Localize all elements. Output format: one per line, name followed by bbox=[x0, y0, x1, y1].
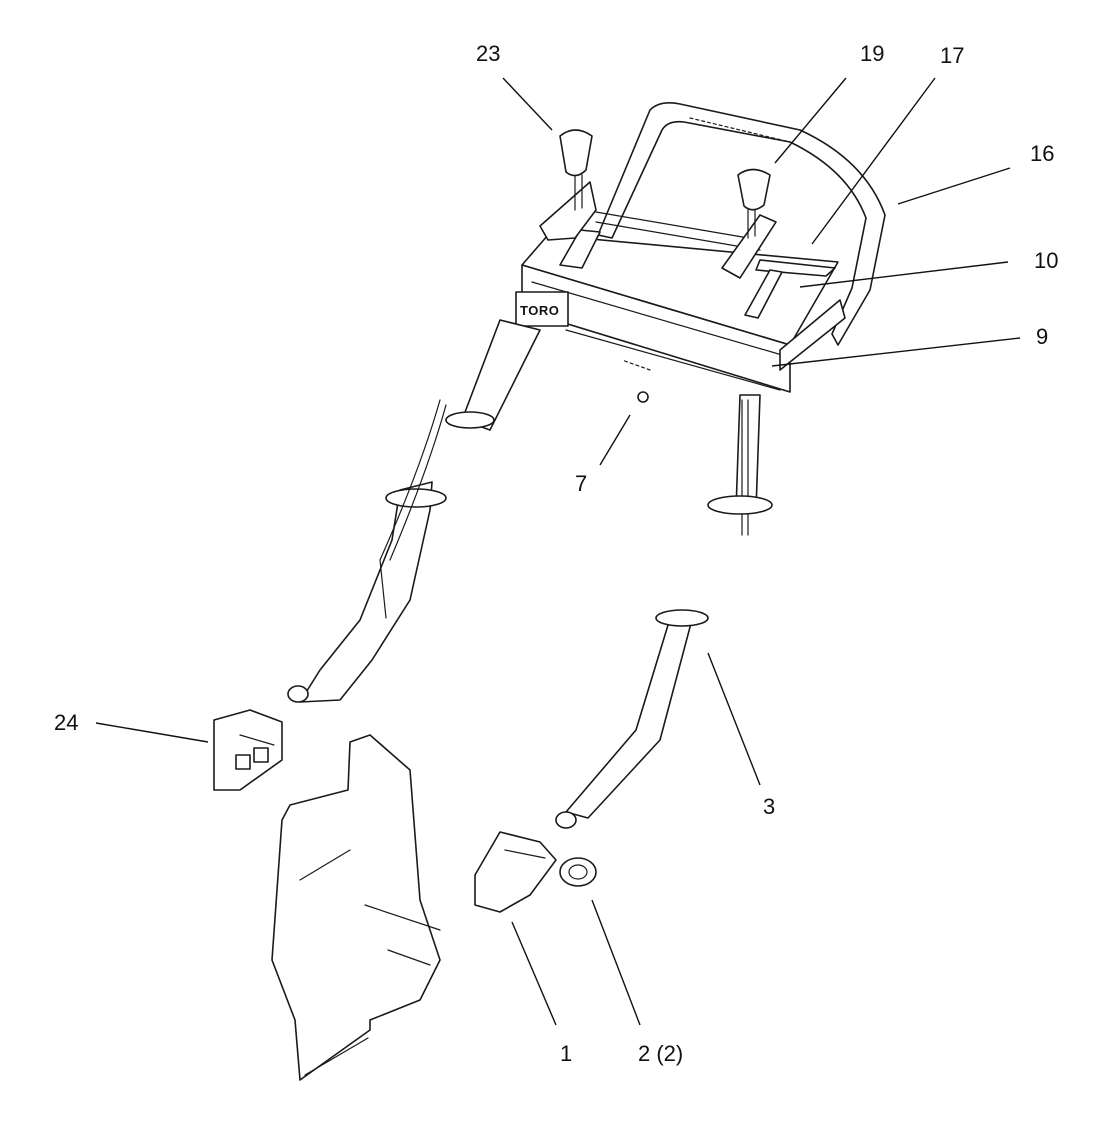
callout-2: 2 (2) bbox=[638, 1041, 683, 1066]
callout-23: 23 bbox=[476, 41, 500, 66]
callout-24: 24 bbox=[54, 710, 78, 735]
callout-9: 9 bbox=[1036, 324, 1048, 349]
callout-7: 7 bbox=[575, 471, 587, 496]
lever-23 bbox=[539, 129, 597, 241]
control-panel: TORO bbox=[515, 211, 839, 393]
lever-19 bbox=[721, 168, 777, 279]
bracket-1 bbox=[474, 831, 557, 913]
callout-1: 1 bbox=[560, 1041, 572, 1066]
left-lower-handle bbox=[287, 399, 447, 703]
bracket-24 bbox=[213, 709, 283, 791]
callout-10: 10 bbox=[1034, 248, 1058, 273]
logo-text: TORO bbox=[520, 303, 559, 318]
deck-housing bbox=[271, 734, 441, 1081]
knob-2 bbox=[559, 857, 597, 887]
callout-16: 16 bbox=[1030, 141, 1054, 166]
leader-lines bbox=[95, 77, 1021, 1026]
upper-handle-legs bbox=[445, 299, 846, 536]
toro-logo bbox=[515, 291, 569, 327]
callout-labels: 23 19 17 16 10 9 7 24 3 1 2 (2) bbox=[54, 41, 1058, 1066]
right-lower-handle bbox=[555, 609, 709, 829]
upper-handle bbox=[597, 102, 886, 346]
callout-17: 17 bbox=[940, 43, 964, 68]
callout-19: 19 bbox=[860, 41, 884, 66]
callout-3: 3 bbox=[763, 794, 775, 819]
